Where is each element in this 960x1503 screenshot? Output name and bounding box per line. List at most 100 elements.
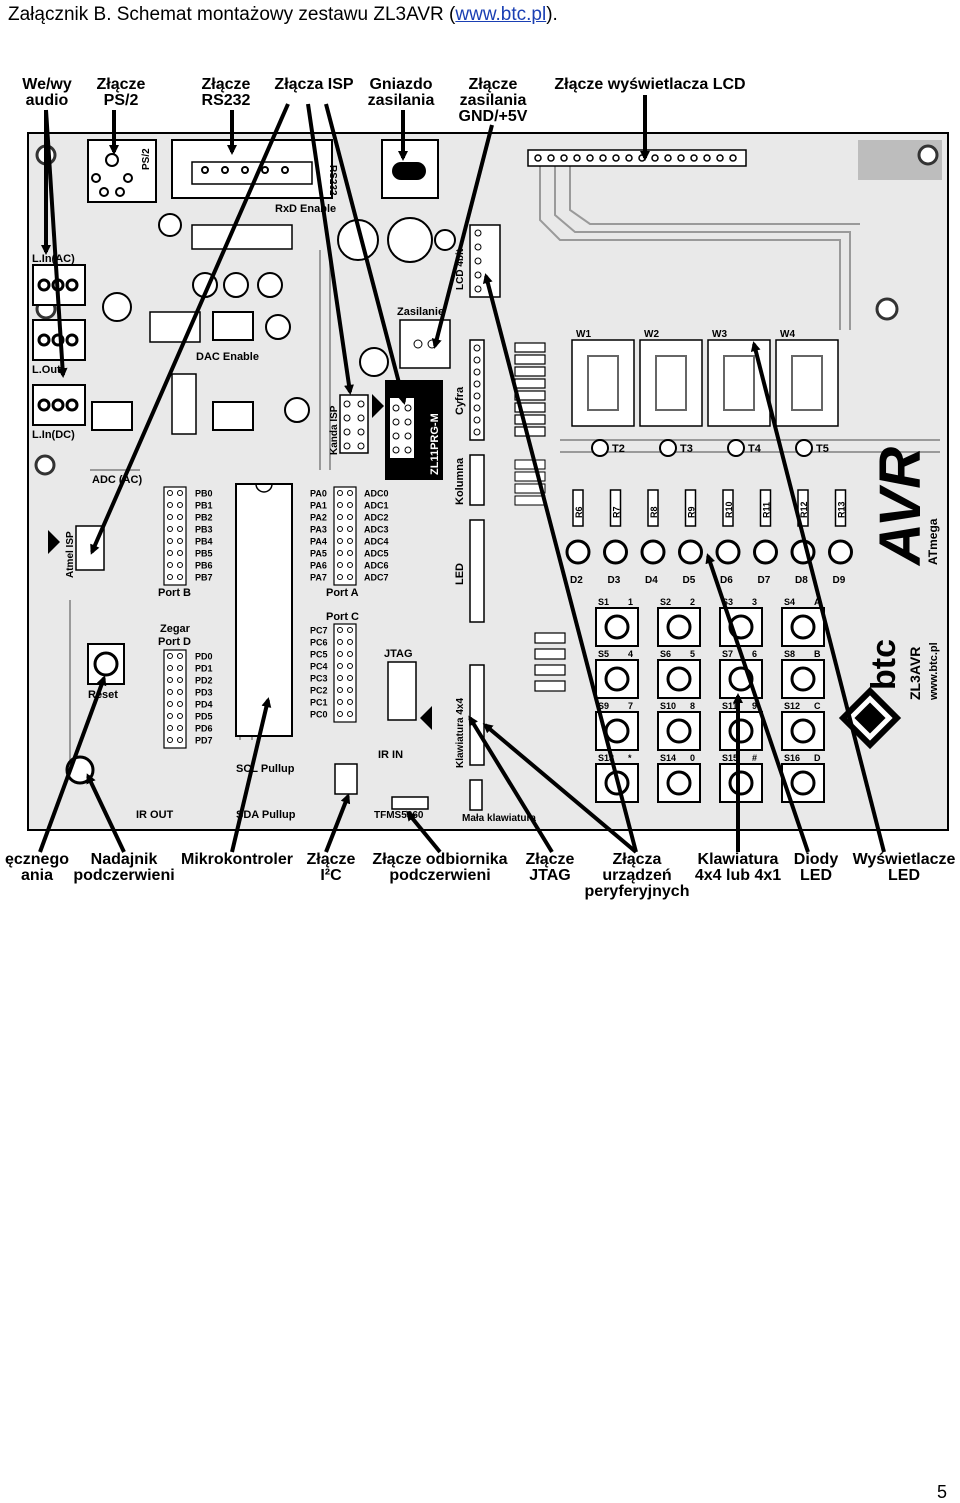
portb-label-pb6: PB6: [195, 561, 213, 571]
portc-label-pc2: PC2: [310, 686, 328, 696]
jp23-keypad-header: [469, 664, 485, 811]
led-d2: [565, 539, 591, 565]
portd-pin-b-0: [177, 653, 183, 659]
portb-pin-b-2: [177, 514, 183, 520]
key-symbol-s7: 6: [752, 649, 757, 659]
rs232-connector: [171, 139, 333, 199]
caption-text: Załącznik B. Schemat montażowy zestawu Z…: [8, 4, 456, 25]
portd-pin-b-7: [177, 737, 183, 743]
label-lcd-connector: Złącze wyświetlacza LCD: [554, 76, 746, 93]
resistor-label-r13: R13: [837, 501, 847, 518]
porta-pin-a-4: [337, 538, 343, 544]
key-symbol-s13: *: [628, 753, 632, 763]
portc-label-pc3: PC3: [310, 674, 328, 684]
annotation-arrows: [38, 95, 886, 854]
key-symbol-s9: 7: [628, 701, 633, 711]
portb-header: [163, 486, 187, 586]
port-b-label: Port B: [158, 587, 191, 599]
porta-header: [333, 486, 357, 586]
diodes-d11-d14: [534, 632, 566, 692]
key-symbol-s8: B: [814, 649, 821, 659]
key-symbol-s12: C: [814, 701, 821, 711]
led-label-d6: D6: [720, 575, 733, 586]
resistor-label-r12: R12: [799, 501, 809, 518]
portb-label-pb4: PB4: [195, 537, 213, 547]
keypad-4x4-label: Klawiatura 4x4: [455, 698, 466, 768]
portc-pin-b-2: [347, 651, 353, 657]
display-w4: [775, 339, 839, 427]
key-id-s8: S8: [784, 649, 795, 659]
portb-pin-a-6: [167, 562, 173, 568]
portb-pin-b-1: [177, 502, 183, 508]
btc-logo-text: btc: [865, 639, 903, 690]
resistor-r7: [609, 489, 622, 527]
led-d7: [753, 539, 778, 565]
portb-pin-b-6: [177, 562, 183, 568]
portd-label-pd4: PD4: [195, 700, 213, 710]
resistor-array-r20-r27: [514, 342, 546, 437]
display-label-w4: W4: [780, 329, 795, 340]
adc-label-adc0: ADC0: [364, 489, 389, 499]
portd-pin-a-1: [167, 665, 173, 671]
resistor-r6: [572, 489, 584, 527]
label-rs232-connector: Złącze RS232: [201, 76, 251, 109]
portd-label-pd3: PD3: [195, 688, 213, 698]
label-audio-io: We/wy audio: [22, 76, 72, 109]
porta-label-pa7: PA7: [310, 573, 327, 583]
ir-receiver-header: [391, 796, 429, 810]
resistor-label-r7: R7: [612, 506, 622, 518]
led-header-label: LED: [454, 563, 466, 585]
key-id-s14: S14: [660, 753, 676, 763]
led-label-d9: D9: [833, 575, 846, 586]
porta-label-pa3: PA3: [310, 525, 327, 535]
display-w2: [639, 339, 703, 427]
portc-pin-a-0: [337, 627, 343, 633]
portb-pin-a-2: [167, 514, 173, 520]
rxd-enable-label: RxD Enable: [275, 203, 336, 215]
portc-label-pc5: PC5: [310, 650, 328, 660]
tfms-label: TFMS5360: [374, 810, 424, 821]
porta-label-pa5: PA5: [310, 549, 327, 559]
label-ir-receiver-connector: Złącze odbiornika podczerwieni: [372, 851, 508, 884]
porta-pin-a-0: [337, 490, 343, 496]
label-power-socket: Gniazdo zasilania: [367, 76, 435, 109]
portd-pin-b-2: [177, 677, 183, 683]
resistor-label-r8: R8: [649, 506, 659, 518]
dac-enable-label: DAC Enable: [196, 351, 259, 363]
kanda-isp-label: Kanda ISP: [329, 405, 340, 455]
key-cap-s16: [790, 770, 816, 796]
label-microcontroller: Mikrokontroler: [180, 851, 293, 868]
porta-pin-a-1: [337, 502, 343, 508]
porta-pin-b-3: [347, 526, 353, 532]
resistor-r10: [722, 489, 734, 527]
label-peripheral-connectors: Złącza urządzeń peryferyjnych: [584, 851, 690, 900]
key-cap-s11: [728, 718, 754, 744]
key-cap-s12: [790, 718, 816, 744]
adc-label-adc6: ADC6: [364, 561, 389, 571]
ps2-connector: [87, 139, 157, 203]
microcontroller-u5: [235, 483, 293, 737]
key-id-s5: S5: [598, 649, 609, 659]
key-id-s10: S10: [660, 701, 676, 711]
led-label-d7: D7: [758, 575, 771, 586]
ir-in-label: IR IN: [378, 749, 403, 761]
i2c-header: [334, 763, 358, 795]
portc-pin-b-1: [347, 639, 353, 645]
caption-link[interactable]: www.btc.pl: [455, 4, 547, 25]
portd-label-pd1: PD1: [195, 664, 213, 674]
key-s10: [657, 711, 701, 751]
portd-label-pd6: PD6: [195, 724, 213, 734]
key-cap-s1: [604, 614, 630, 640]
key-id-s2: S2: [660, 597, 671, 607]
portd-pin-b-3: [177, 689, 183, 695]
label-ir-transmitter: Nadajnik podczerwieni: [73, 851, 175, 884]
porta-label-pa0: PA0: [310, 489, 327, 499]
transistor-label-t4: T4: [748, 443, 762, 455]
portd-label-pd7: PD7: [195, 736, 213, 746]
label-keypad: Klawiatura 4x4 lub 4x1: [694, 851, 782, 884]
portb-pin-a-5: [167, 550, 173, 556]
portb-pin-b-4: [177, 538, 183, 544]
portc-pin-a-1: [337, 639, 343, 645]
